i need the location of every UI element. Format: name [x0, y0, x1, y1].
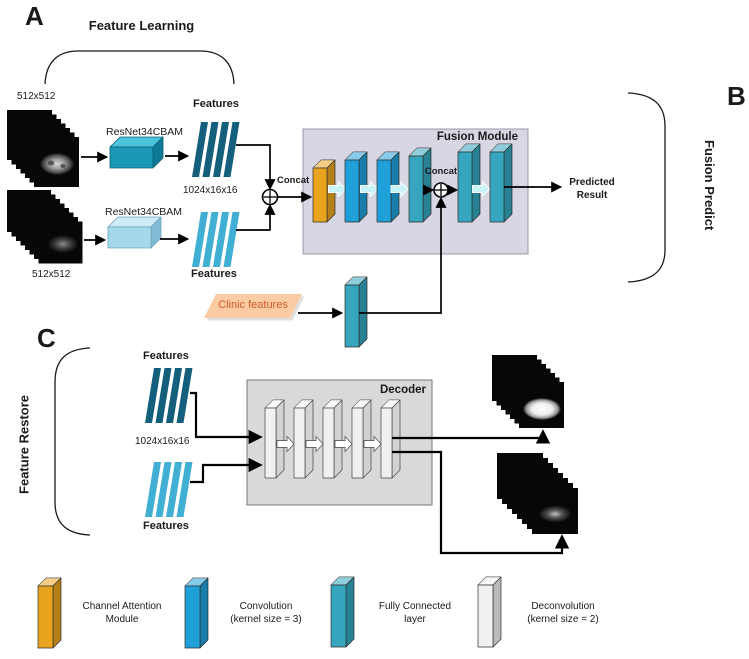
- features-stack-ct: [192, 122, 240, 177]
- legend-convolution-line1: Convolution: [239, 601, 293, 612]
- deconv-slab-2: [293, 399, 314, 479]
- fusion-predict-brace: [627, 92, 666, 283]
- predicted-result-label: Predicted Result: [562, 176, 622, 202]
- deconv-slab-4: [351, 399, 372, 479]
- ct-scan-image: [40, 153, 74, 175]
- restored-ct-image: [523, 398, 561, 420]
- flow-lines-c: [190, 391, 570, 555]
- fc-slab-3: [489, 143, 513, 223]
- predicted-line2: Result: [576, 190, 608, 201]
- legend-fully-connected-line2: layer: [404, 614, 426, 625]
- legend-item-convolution: Convolution (kernel size = 3): [206, 600, 326, 626]
- flow-lines-a: [81, 144, 563, 319]
- restore-features-dim: 1024x16x16: [135, 436, 190, 447]
- fusion-predict-title: Fusion Predict: [701, 140, 717, 231]
- panel-c-label: C: [37, 323, 56, 353]
- ct-input-stack: [7, 110, 79, 187]
- legend-channel-attention-line1: Channel Attention: [82, 601, 162, 612]
- fc-slab-1: [408, 147, 432, 223]
- restore-features-label-bottom: Features: [143, 520, 189, 532]
- legend-fully-connected-slab: [330, 576, 355, 648]
- feature-restore-title: Feature Restore: [16, 394, 32, 494]
- panel-b-label: B: [727, 81, 746, 111]
- deconv-slab-1: [264, 399, 285, 479]
- legend-deconvolution-line1: Deconvolution: [531, 601, 595, 612]
- restore-features-stack-light: [145, 462, 193, 517]
- resnet-encoder-top: [109, 136, 164, 169]
- legend-item-deconvolution: Deconvolution (kernel size = 2): [503, 600, 623, 626]
- concat-label-1: Concat: [277, 175, 310, 186]
- restore-features-stack-dark: [145, 368, 193, 423]
- legend-channel-attention-slab: [37, 577, 62, 649]
- features-stack-pet: [192, 212, 240, 267]
- legend-convolution-line2: (kernel size = 3): [230, 614, 302, 625]
- feature-restore-brace: [54, 347, 91, 536]
- pet-size-label: 512x512: [32, 269, 71, 280]
- feature-learning-title: Feature Learning: [88, 18, 195, 33]
- panel-a-label: A: [25, 1, 44, 31]
- legend-deconvolution-slab: [477, 576, 502, 648]
- pet-input-stack: [7, 190, 83, 264]
- legend-channel-attention-line2: Module: [105, 614, 139, 625]
- restored-pet-image: [539, 505, 571, 523]
- clinic-features-shape: [204, 294, 302, 318]
- restore-features-label-top: Features: [143, 350, 189, 362]
- concat-node-1: [261, 188, 279, 206]
- resnet-label-bottom: ResNet34CBAM: [105, 206, 183, 218]
- resnet-encoder-bottom: [107, 216, 162, 249]
- pet-scan-image: [48, 235, 78, 253]
- restored-pet-stack: [497, 453, 578, 534]
- deconv-slab-3: [322, 399, 343, 479]
- feature-learning-brace: [44, 50, 235, 85]
- restored-ct-stack: [492, 355, 564, 428]
- fusion-module-title: Fusion Module: [436, 131, 518, 143]
- features-label-ct: Features: [193, 98, 239, 110]
- legend-deconvolution-line2: (kernel size = 2): [527, 614, 599, 625]
- features-dim-a: 1024x16x16: [183, 185, 238, 196]
- features-label-pet: Features: [191, 268, 237, 280]
- ct-size-label: 512x512: [17, 91, 56, 102]
- fc-slab-2: [457, 143, 481, 223]
- legend-item-channel-attention: Channel Attention Module: [62, 600, 182, 626]
- legend-fully-connected-line1: Fully Connected: [378, 601, 452, 612]
- clinic-fc-slab: [344, 276, 368, 348]
- legend-item-fully-connected: Fully Connected layer: [355, 600, 475, 626]
- legend-convolution-slab: [184, 577, 209, 649]
- resnet-label-top: ResNet34CBAM: [106, 126, 184, 138]
- concat-node-2: [433, 182, 449, 198]
- concat-label-2: Concat: [424, 166, 458, 177]
- predicted-line1: Predicted: [569, 177, 615, 188]
- clinic-features-label: Clinic features: [218, 299, 288, 311]
- decoder-title: Decoder: [379, 384, 426, 396]
